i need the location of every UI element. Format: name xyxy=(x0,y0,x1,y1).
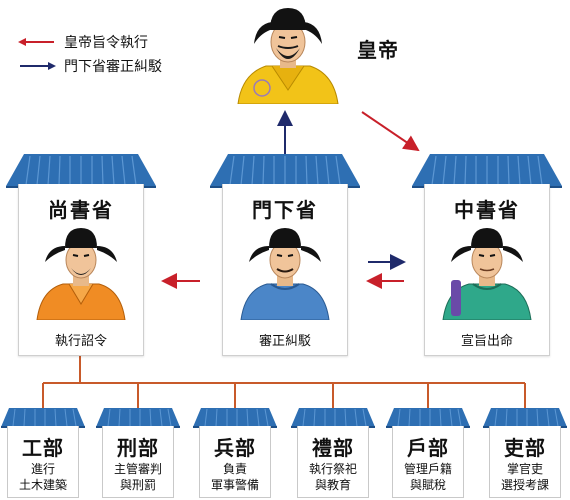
ministry-hubu: 戶部 管理戶籍 與賦稅 xyxy=(386,408,470,498)
blue-arrow-icon xyxy=(20,62,56,70)
ministry-duty-line1: 主管審判 xyxy=(113,462,162,476)
ministry-duty-line2: 與刑罰 xyxy=(119,478,156,492)
department-zhongshu: 中書省 宣旨出命 xyxy=(412,154,562,356)
emperor-label: 皇帝 xyxy=(357,38,399,62)
official-portrait xyxy=(240,228,330,320)
department-menxia: 門下省 審正糾駁 xyxy=(210,154,360,356)
legend-label: 門下省審正糾駁 xyxy=(64,59,162,75)
ministry-name: 刑部 xyxy=(117,436,159,460)
official-portrait xyxy=(442,228,532,320)
ministry-libu-rites: 禮部 執行祭祀 與教育 xyxy=(291,408,375,498)
department-title: 中書省 xyxy=(454,198,520,222)
ministry-panel xyxy=(489,426,561,498)
ministry-duty-line2: 與賦稅 xyxy=(409,478,446,492)
ministry-duty-line1: 進行 xyxy=(30,462,55,476)
ministry-xingbu: 刑部 主管審判 與刑罰 xyxy=(96,408,180,498)
ministry-panel xyxy=(199,426,271,498)
roof-icon xyxy=(291,408,375,428)
roof-icon xyxy=(386,408,470,428)
ministry-duty-line1: 執行祭祀 xyxy=(308,462,357,476)
ministry-name: 禮部 xyxy=(312,436,354,460)
ministry-panel xyxy=(7,426,79,498)
official-portrait xyxy=(36,228,126,320)
department-duty: 審正糾駁 xyxy=(258,334,311,349)
legend-label: 皇帝旨令執行 xyxy=(64,35,148,51)
roof-icon xyxy=(6,154,156,188)
red-arrow-icon xyxy=(18,38,54,46)
ministry-duty-line1: 負責 xyxy=(222,462,247,476)
ministry-name: 吏部 xyxy=(504,436,546,460)
legend-item-emperor-order: 皇帝旨令執行 xyxy=(18,32,148,52)
ministry-panel xyxy=(392,426,464,498)
ministry-duty-line2: 土木建築 xyxy=(18,478,67,492)
department-title: 門下省 xyxy=(252,198,318,222)
roof-icon xyxy=(483,408,567,428)
ministry-name: 戶部 xyxy=(407,436,449,460)
legend-item-menxia-review: 門下省審正糾駁 xyxy=(18,56,162,76)
roof-icon xyxy=(193,408,277,428)
department-title: 尚書省 xyxy=(48,198,114,222)
ministry-bingbu: 兵部 負責 軍事警備 xyxy=(193,408,277,498)
department-duty: 宣旨出命 xyxy=(460,334,513,349)
ministry-gongbu: 工部 進行 土木建築 xyxy=(1,408,85,498)
ministry-panel xyxy=(297,426,369,498)
ministry-duty-line2: 選授考課 xyxy=(500,478,549,492)
ministry-name: 兵部 xyxy=(214,436,256,460)
ministry-duty-line2: 軍事警備 xyxy=(210,478,259,492)
ministry-name: 工部 xyxy=(22,436,64,460)
department-duty: 執行詔令 xyxy=(54,334,107,349)
roof-icon xyxy=(412,154,562,188)
emperor-portrait xyxy=(237,8,339,104)
department-shangshu: 尚書省 執行詔令 xyxy=(6,154,156,356)
ministry-duty-line1: 掌官吏 xyxy=(506,462,543,476)
ministry-libu-personnel: 吏部 掌官吏 選授考課 xyxy=(483,408,567,498)
ministry-tree-lines xyxy=(42,356,526,412)
ministry-panel xyxy=(102,426,174,498)
roof-icon xyxy=(96,408,180,428)
ministry-duty-line1: 管理戶籍 xyxy=(403,462,452,476)
roof-icon xyxy=(1,408,85,428)
arrow-emperor-to-zhongshu xyxy=(361,111,420,152)
roof-icon xyxy=(210,154,360,188)
ministry-duty-line2: 與教育 xyxy=(314,478,351,492)
